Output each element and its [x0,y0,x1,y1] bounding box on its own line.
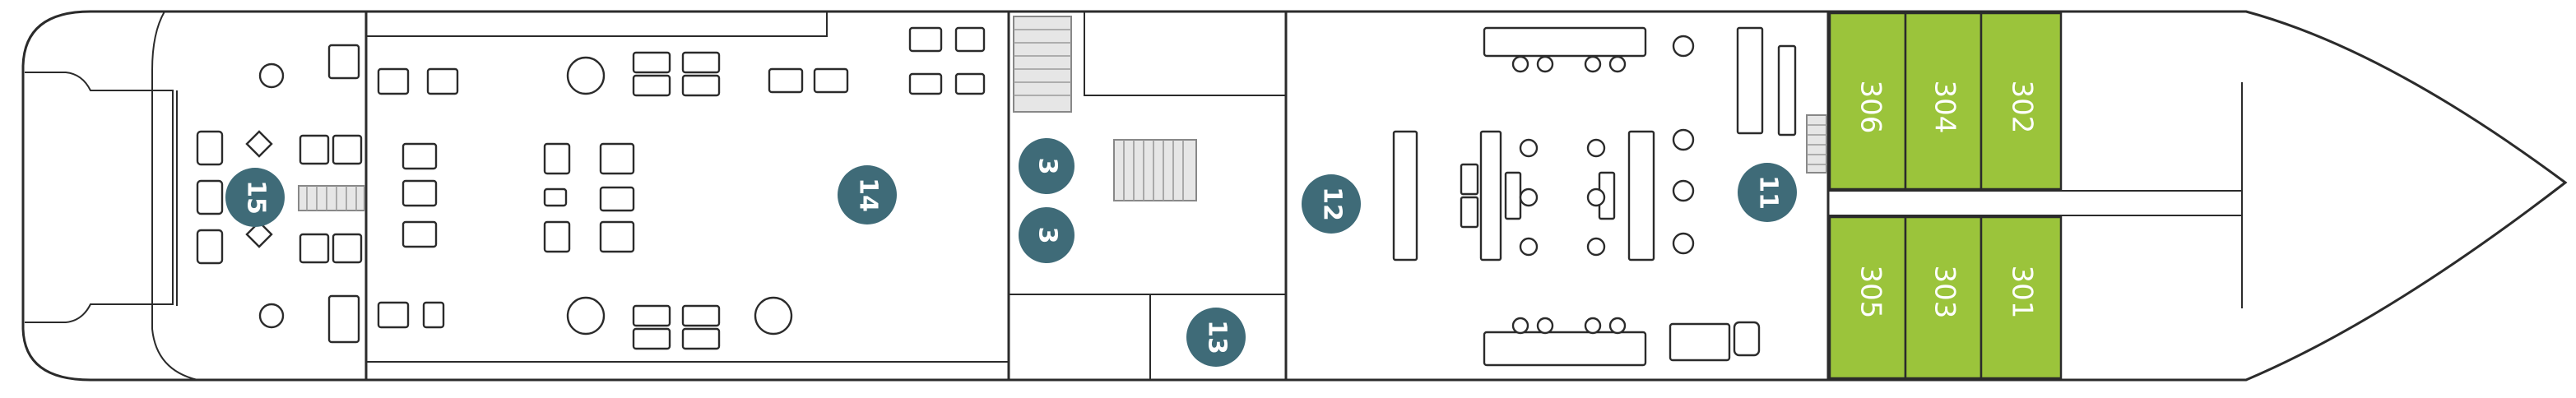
marker-14-label: 14 [854,178,883,212]
cabin-303[interactable]: 303 [1904,215,1983,380]
marker-12-label: 12 [1318,187,1347,221]
cabin-302[interactable]: 302 [1980,12,2063,191]
stern-curve [151,11,198,381]
stern-inner-curve [25,72,174,323]
staircase-stern [298,185,365,211]
marker-14[interactable]: 14 [838,165,897,224]
cabin-305-number: 305 [1854,266,1887,319]
restaurant-furniture [377,26,986,350]
stern-lounge-furniture [196,44,363,344]
marker-15-label: 15 [242,180,271,215]
cabin-306-number: 306 [1854,81,1887,134]
marker-11-label: 11 [1754,175,1783,210]
marker-3-upper-label: 3 [1033,158,1062,175]
staircase-fwd [1806,114,1827,174]
marker-3-lower-label: 3 [1033,227,1062,244]
staircase-mid-top [1013,16,1072,113]
cabin-301[interactable]: 301 [1980,215,2063,380]
cabin-304-number: 304 [1929,81,1961,134]
room-top [1084,12,1287,96]
marker-13-label: 13 [1203,320,1232,354]
marker-11[interactable]: 11 [1738,163,1797,222]
cabin-306[interactable]: 306 [1828,12,1907,191]
staircase-mid-center [1113,139,1197,201]
marker-12[interactable]: 12 [1302,174,1361,234]
marker-3-lower[interactable]: 3 [1019,207,1074,263]
marker-3-upper[interactable]: 3 [1019,138,1074,194]
cabin-303-number: 303 [1929,266,1961,319]
restaurant-top-wall [366,12,828,37]
cabin-302-number: 302 [2006,81,2039,134]
cabin-301-number: 301 [2006,266,2039,319]
marker-13[interactable]: 13 [1186,308,1246,367]
cabin-304[interactable]: 304 [1904,12,1983,191]
marker-15[interactable]: 15 [225,168,285,227]
lounge-bar-furniture [1392,26,1797,367]
cabin-305[interactable]: 305 [1828,215,1907,380]
